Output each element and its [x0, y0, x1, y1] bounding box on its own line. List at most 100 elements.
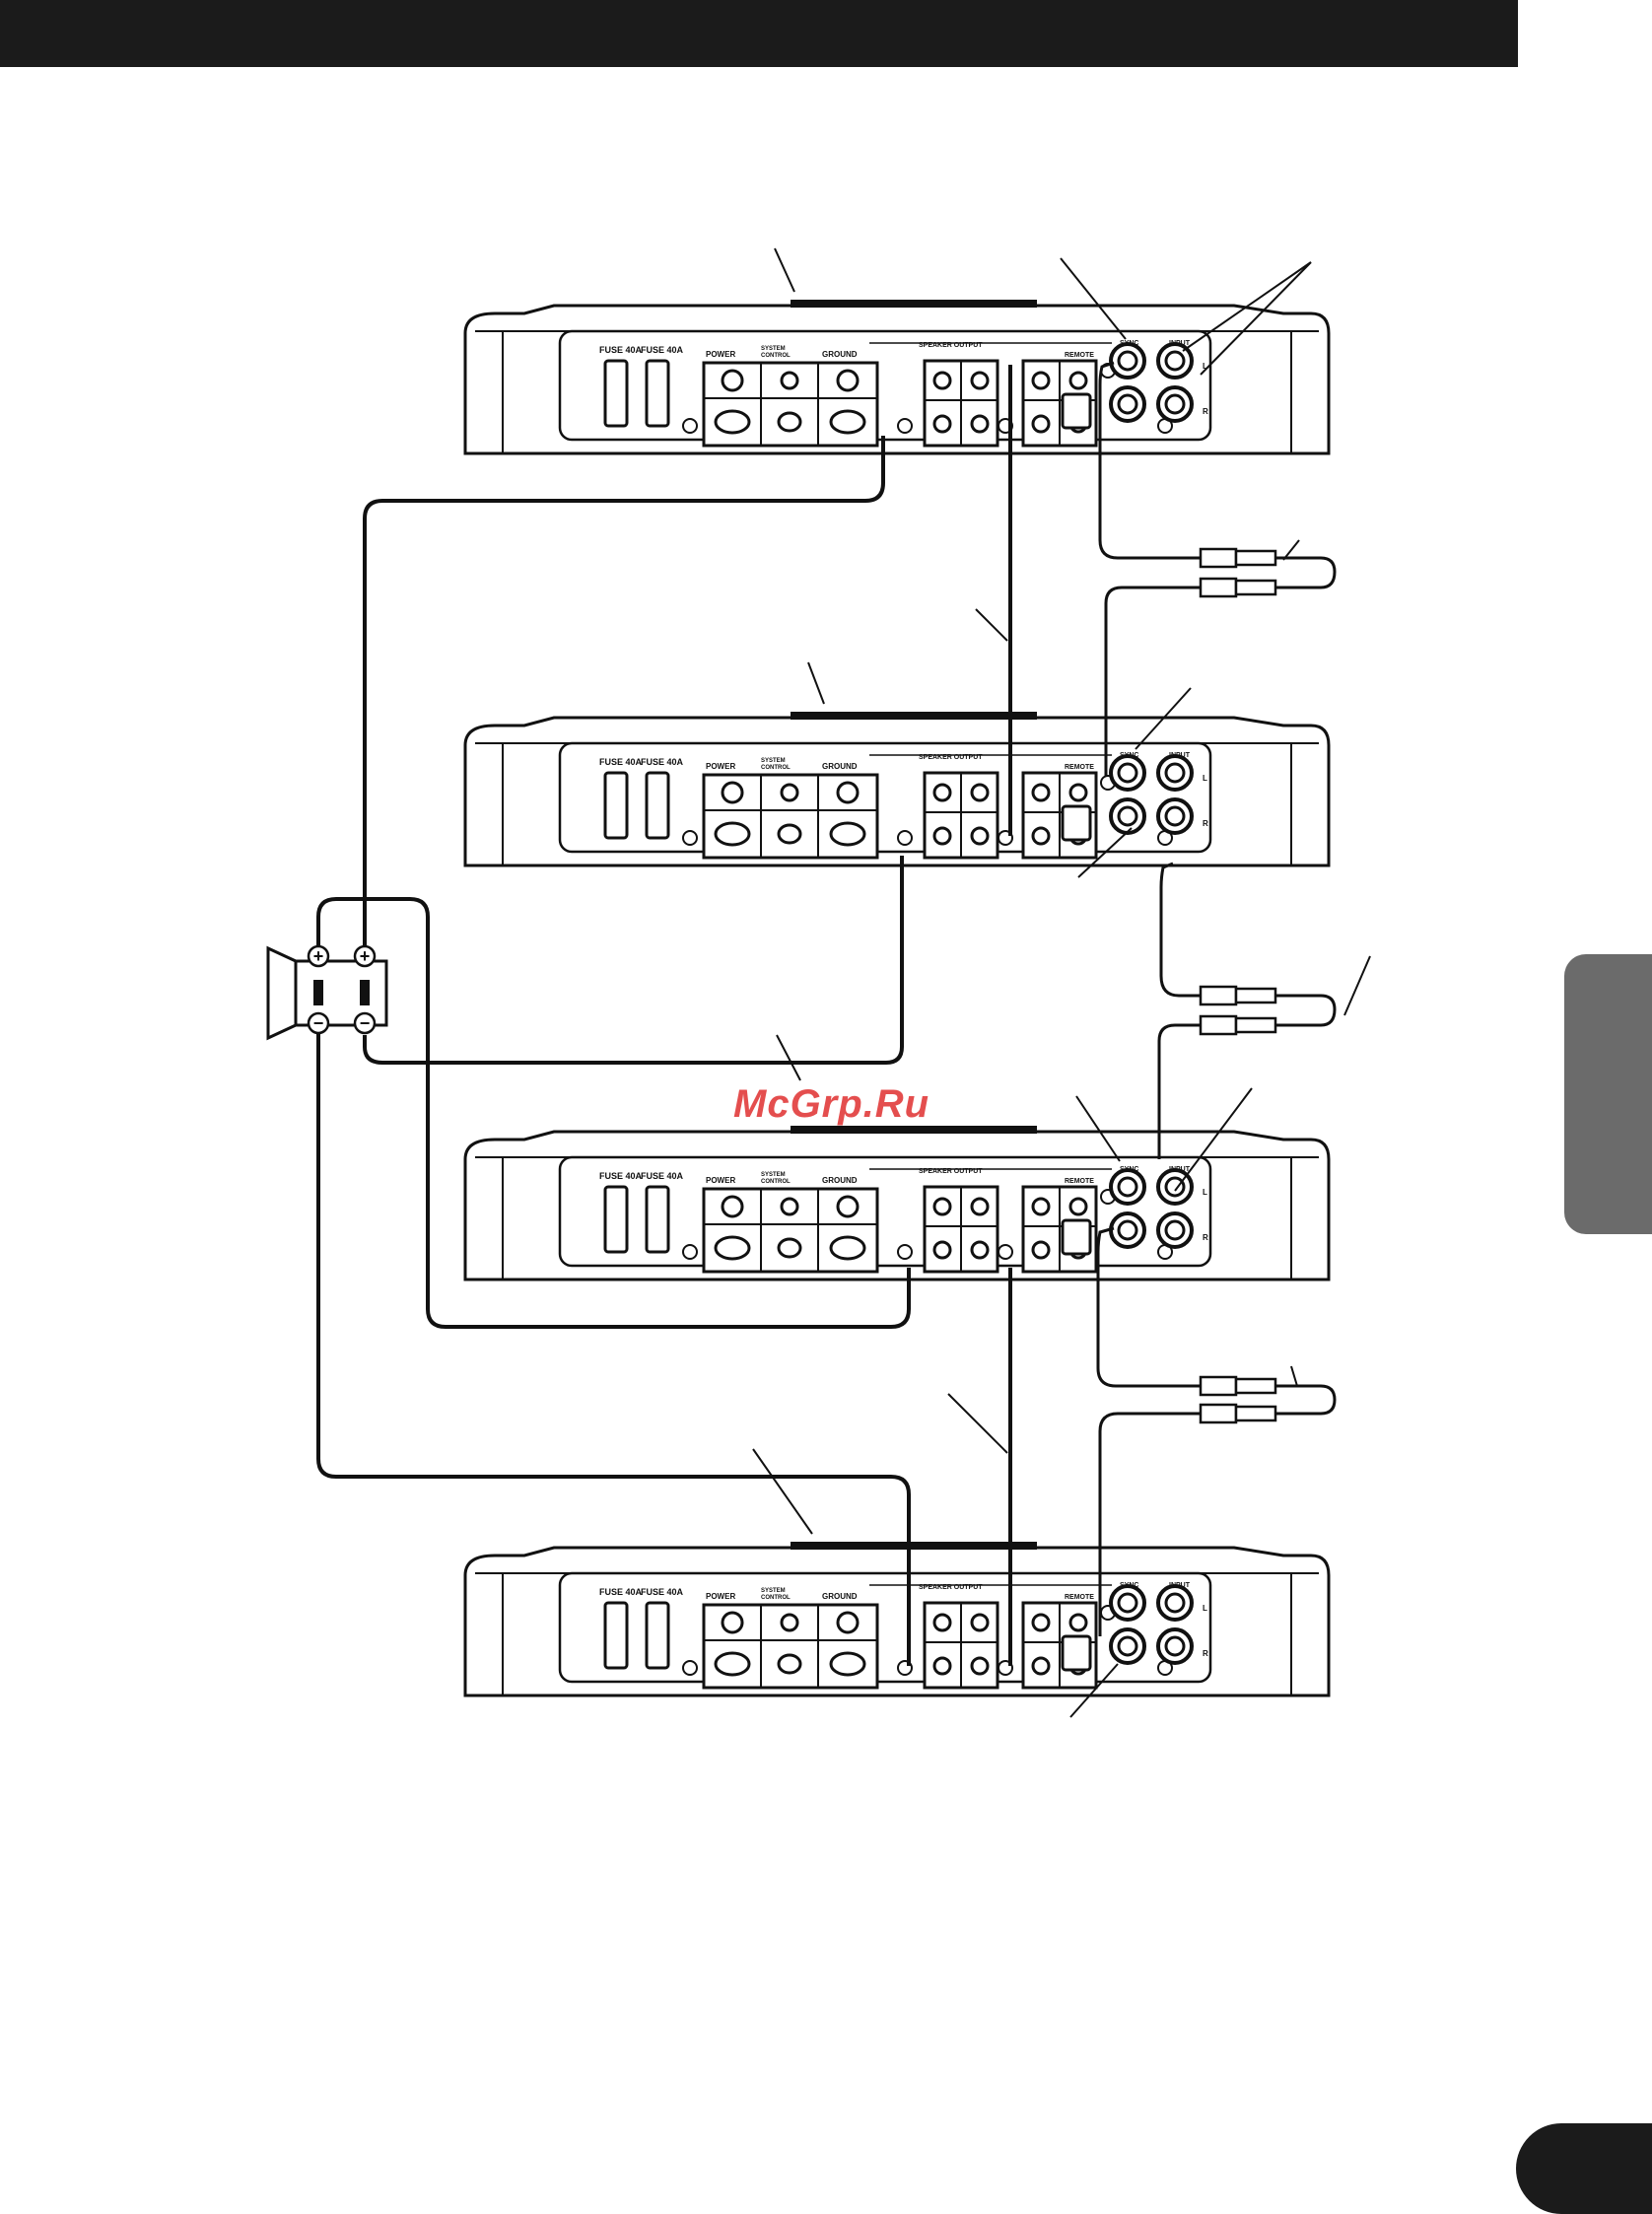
speaker-output-label: SPEAKER OUTPUT	[919, 1168, 983, 1175]
power-terminal-base	[777, 411, 802, 433]
sync-lead-6	[1098, 1412, 1201, 1636]
sync-lead-1	[1098, 361, 1201, 560]
section-tab	[1564, 954, 1652, 1234]
callout-leader	[975, 608, 1008, 642]
speaker-wire-3	[363, 856, 904, 1065]
system-label: SYSTEM	[761, 758, 786, 764]
power-label: POWER	[706, 350, 735, 359]
callout-leader	[1077, 827, 1133, 878]
remote-label: REMOTE	[1065, 1178, 1094, 1185]
input-right-label: R	[1203, 1649, 1208, 1658]
speaker-terminal	[970, 783, 990, 802]
system-label: SYSTEM	[761, 346, 786, 352]
speaker-terminal	[932, 1656, 952, 1676]
callout-leader	[1290, 1365, 1298, 1387]
speaker-terminal	[1031, 1613, 1051, 1632]
speaker-terminal	[932, 1240, 952, 1260]
rca-plug	[1183, 1014, 1277, 1036]
input-left-label: L	[1203, 1604, 1207, 1613]
callout-leader	[1343, 955, 1371, 1016]
amp-top-ridge	[791, 300, 1037, 308]
rca-plug-sleeve	[1234, 1377, 1277, 1395]
rca-jack-center	[1117, 350, 1138, 372]
speaker-terminal	[932, 414, 952, 434]
remote-jack	[1061, 804, 1092, 842]
speaker-terminal	[932, 371, 952, 390]
rca-jack-center	[1117, 805, 1138, 827]
input-left-label: L	[1203, 362, 1207, 371]
speaker-output-label: SPEAKER OUTPUT	[919, 1584, 983, 1591]
rca-plug	[1183, 547, 1277, 569]
ground-label: GROUND	[822, 350, 858, 359]
power-label: POWER	[706, 1592, 735, 1601]
fuse-1	[603, 1601, 629, 1670]
rca-jack-center	[1164, 1635, 1186, 1657]
speaker-terminal	[932, 826, 952, 846]
callout-leader	[1200, 261, 1312, 376]
callout-leader	[1174, 1087, 1253, 1192]
power-label: POWER	[706, 762, 735, 771]
callout-leader	[1060, 257, 1127, 340]
sync-lead-3	[1159, 862, 1201, 998]
rca-plug-body	[1199, 577, 1238, 598]
rca-plug-sleeve	[1234, 549, 1277, 567]
speaker-terminal	[970, 1197, 990, 1216]
rca-jack-center	[1117, 393, 1138, 415]
mount-screw	[682, 830, 698, 846]
speaker-polarity-sign: −	[360, 1013, 371, 1033]
speaker-terminal	[932, 1613, 952, 1632]
system-label: SYSTEM	[761, 1172, 786, 1178]
speaker-terminal	[1031, 826, 1051, 846]
control-label: CONTROL	[761, 1179, 791, 1185]
ground-label: GROUND	[822, 1592, 858, 1601]
mount-screw	[998, 1244, 1013, 1260]
speaker-terminal	[1068, 783, 1088, 802]
fuse-1	[603, 359, 629, 428]
fuse-label-1: FUSE 40A	[599, 757, 643, 767]
rca-plug-sleeve	[1234, 1016, 1277, 1034]
callout-leader	[774, 247, 795, 293]
rca-plug	[1183, 1375, 1277, 1397]
fuse-label-1: FUSE 40A	[599, 1587, 643, 1597]
rca-jack-center	[1164, 393, 1186, 415]
remote-label: REMOTE	[1065, 1594, 1094, 1601]
rca-jack-center	[1164, 1592, 1186, 1614]
power-terminal	[836, 781, 860, 804]
remote-jack	[1061, 1218, 1092, 1256]
power-terminal	[721, 369, 744, 392]
power-label: POWER	[706, 1176, 735, 1185]
power-terminal	[721, 781, 744, 804]
fuse-2	[645, 1185, 670, 1254]
callout-leader	[1075, 1095, 1121, 1162]
callout-leader	[1182, 261, 1312, 352]
rca-cable-loop	[1275, 1384, 1337, 1416]
input-left-label: L	[1203, 1188, 1207, 1197]
speaker-terminal	[1031, 371, 1051, 390]
speaker-terminal	[1031, 1240, 1051, 1260]
amp-top-ridge	[791, 1542, 1037, 1550]
rca-plug-sleeve	[1234, 1405, 1277, 1422]
power-terminal	[836, 1195, 860, 1218]
rca-cable-loop	[1275, 556, 1337, 589]
remote-jack	[1061, 392, 1092, 430]
header-bar	[0, 0, 1518, 67]
input-left-label: L	[1203, 774, 1207, 783]
speaker-terminal-right	[360, 980, 370, 1005]
power-terminal	[836, 369, 860, 392]
callout-leader	[752, 1448, 813, 1535]
fuse-label-2: FUSE 40A	[641, 345, 684, 355]
fuse-label-1: FUSE 40A	[599, 1171, 643, 1181]
speaker-terminal	[932, 1197, 952, 1216]
power-terminal-base	[714, 821, 751, 847]
speaker-polarity-mark	[353, 1011, 377, 1035]
speaker-wire-5	[316, 1033, 911, 1666]
callout-leader	[1069, 1663, 1119, 1718]
speaker-terminal-left	[313, 980, 323, 1005]
speaker-output-label: SPEAKER OUTPUT	[919, 754, 983, 761]
remote-label: REMOTE	[1065, 352, 1094, 359]
rca-plug-body	[1199, 1375, 1238, 1397]
